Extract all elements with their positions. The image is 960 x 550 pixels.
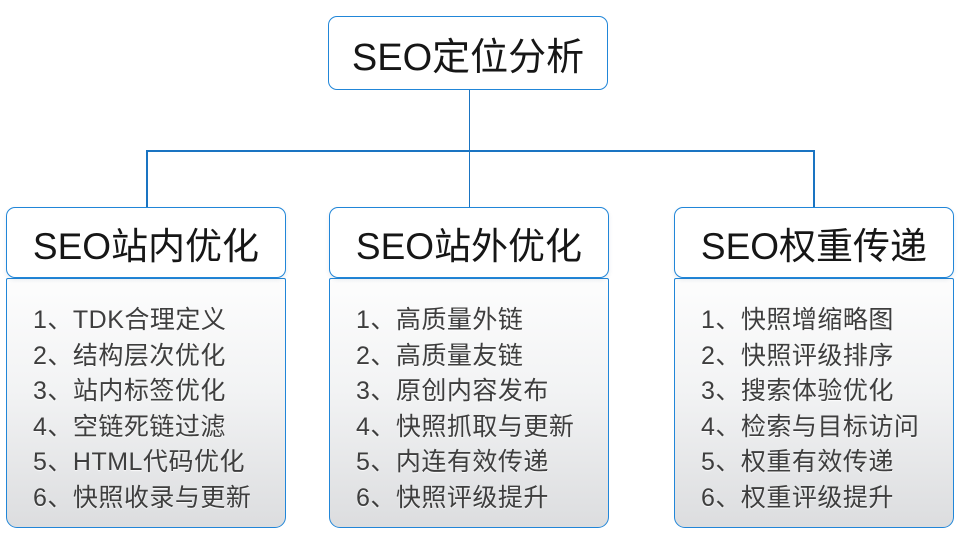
root-node-title: SEO定位分析 xyxy=(351,36,585,79)
branch-panel xyxy=(329,278,609,528)
list-item: 4、快照抓取与更新 xyxy=(356,412,575,441)
branch-header-onsite: SEO站内优化 xyxy=(6,207,286,278)
list-item: 4、空链死链过滤 xyxy=(33,412,226,441)
list-item: 5、内连有效传递 xyxy=(356,448,549,476)
list-item: 1、TDK合理定义 xyxy=(33,306,227,334)
branch-item-list: 1、高质量外链 2、高质量友链 3、原创内容发布 4、快照抓取与更新 5、内连有… xyxy=(329,278,609,528)
list-item: 5、权重有效传递 xyxy=(701,448,894,476)
list-item: 4、检索与目标访问 xyxy=(701,412,920,441)
branch-item-list: 1、TDK合理定义 2、结构层次优化 3、站内标签优化 4、空链死链过滤 5、H… xyxy=(6,278,286,528)
branch-title: SEO站内优化 xyxy=(32,225,260,267)
list-item: 6、快照收录与更新 xyxy=(33,483,252,512)
branch-offsite-optimization: SEO站外优化 1、高质量外链 2、高质量友链 3、原创内容发布 4、快照抓取与… xyxy=(329,207,609,528)
branch-title: SEO权重传递 xyxy=(700,225,928,267)
branch-title: SEO站外优化 xyxy=(355,225,583,267)
root-node-seo-positioning: SEO定位分析 xyxy=(328,16,608,90)
connector-drop-center xyxy=(468,150,470,208)
branch-weight-transfer: SEO权重传递 1、快照增缩略图 2、快照评级排序 3、搜索体验优化 4、检索与… xyxy=(674,207,954,528)
list-item: 6、权重评级提升 xyxy=(701,483,894,512)
list-item: 2、快照评级排序 xyxy=(701,341,894,370)
branch-item-list: 1、快照增缩略图 2、快照评级排序 3、搜索体验优化 4、检索与目标访问 5、权… xyxy=(674,278,954,528)
list-item: 3、搜索体验优化 xyxy=(701,377,894,405)
branch-onsite-optimization: SEO站内优化 1、TDK合理定义 2、结构层次优化 3、站内标签优化 4、空链… xyxy=(6,207,286,528)
list-item: 2、结构层次优化 xyxy=(33,341,226,370)
list-item: 6、快照评级提升 xyxy=(356,483,549,512)
connector-drop-right xyxy=(813,150,815,208)
list-item: 1、高质量外链 xyxy=(356,306,524,334)
list-item: 2、高质量友链 xyxy=(356,341,524,370)
branch-panel xyxy=(6,278,286,528)
connector-trunk-vertical xyxy=(468,90,470,151)
list-item: 5、HTML代码优化 xyxy=(33,448,245,476)
connector-drop-left xyxy=(146,150,148,208)
list-item: 1、快照增缩略图 xyxy=(701,306,894,334)
list-item: 3、原创内容发布 xyxy=(356,377,549,405)
branch-header-offsite: SEO站外优化 xyxy=(329,207,609,278)
branch-header-weight: SEO权重传递 xyxy=(674,207,954,278)
list-item: 3、站内标签优化 xyxy=(33,377,226,405)
branch-panel xyxy=(674,278,954,528)
connector-crossbar xyxy=(146,150,815,152)
